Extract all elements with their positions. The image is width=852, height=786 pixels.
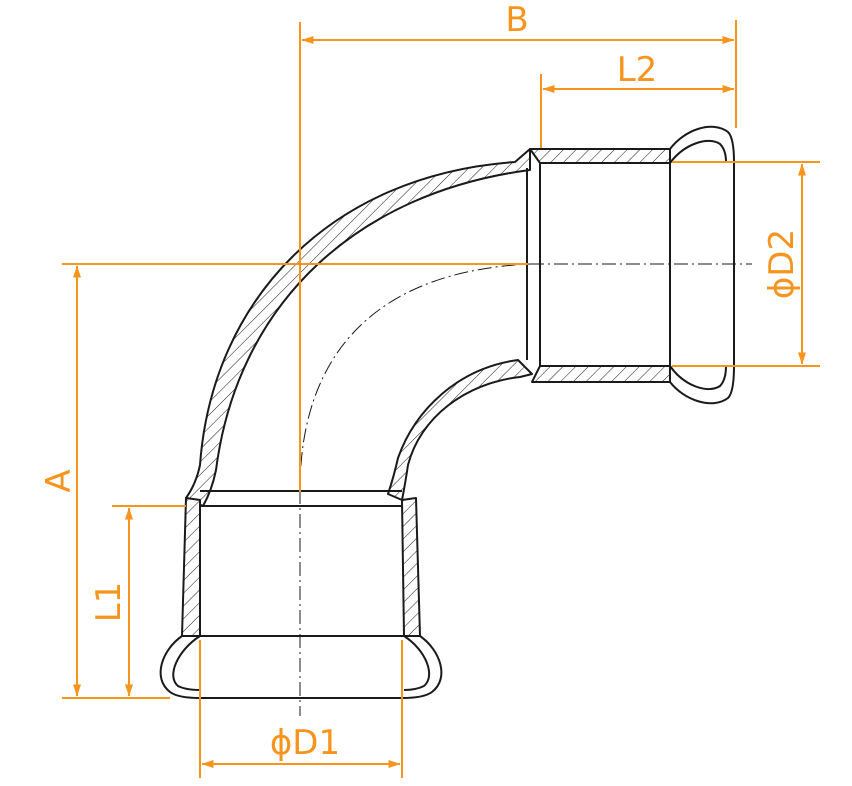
bottom-bead-right [401,635,443,699]
outer-bend-wall [185,148,531,507]
bend-centerline [299,263,531,491]
bottom-bead-left [159,635,201,699]
right-socket-bottom-wall [531,365,671,383]
right-bead-bottom [669,365,735,405]
label-D1: ϕD1 [270,723,340,763]
label-L2: L2 [617,50,658,90]
label-L1: L1 [89,582,129,623]
right-bead-top [669,125,735,163]
dimensions [62,20,820,778]
center-lines [299,263,752,716]
inner-bend-wall [387,359,533,501]
bottom-socket-right-wall [401,497,421,637]
label-B: B [505,0,528,40]
bottom-socket-left-wall [181,497,201,637]
label-A: A [39,469,79,492]
bottom-bead-left-inner [172,635,201,691]
dimension-labels: B L2 ϕD2 A L1 ϕD1 [39,0,802,763]
right-bead-top-inner [669,139,727,164]
label-D2: ϕD2 [762,229,802,299]
fitting-body [159,125,735,699]
right-socket-top-wall [529,148,671,164]
bottom-bead-right-inner [403,635,431,691]
right-bead-bottom-inner [669,365,727,391]
